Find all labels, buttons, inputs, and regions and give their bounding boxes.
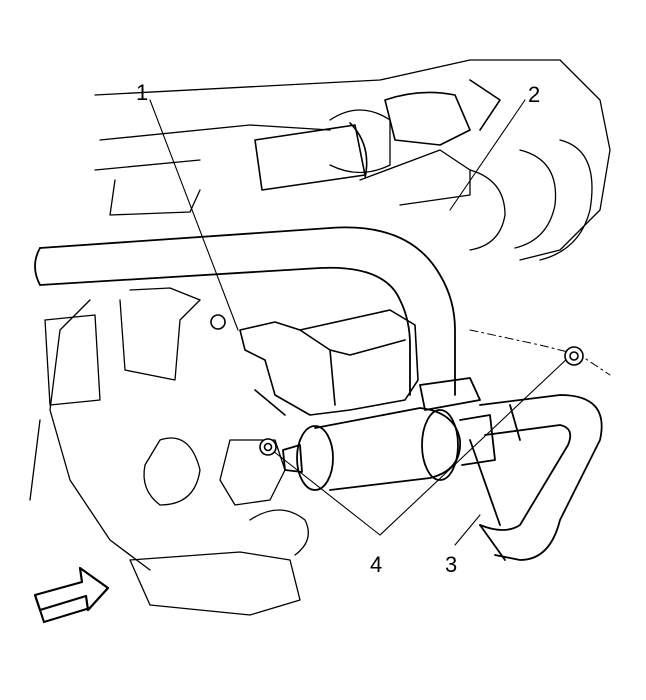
engine-background [29,59,611,616]
alignment-line [469,329,611,376]
callout-1: 1 [136,80,148,105]
callout-2: 2 [528,82,540,107]
callout-3: 3 [445,552,457,577]
lower-hose [469,394,603,561]
bolt-icon [210,314,584,456]
leader-lines [149,99,571,546]
view-direction-arrow-icon [33,566,110,624]
upper-pipe [254,79,501,191]
auxiliary-pump [282,407,496,491]
mounting-bracket [239,309,419,416]
callout-4: 4 [370,552,382,577]
upper-hose [34,226,481,411]
